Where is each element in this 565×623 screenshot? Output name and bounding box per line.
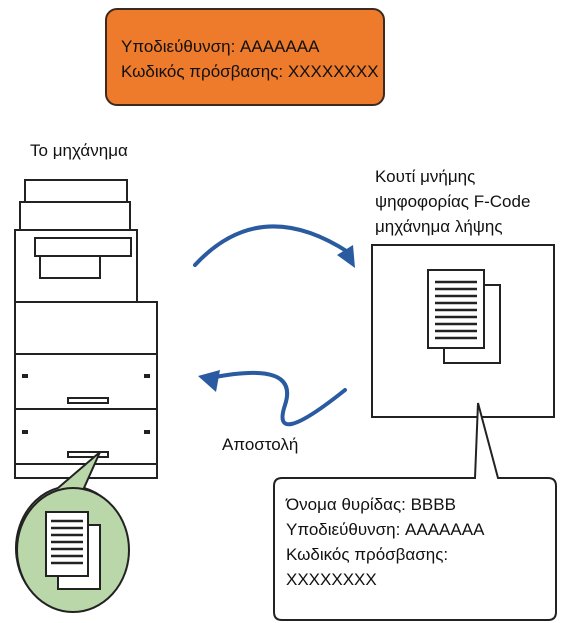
callout-line-address: Υποδιεύθυνση: AAAAAAA — [286, 520, 485, 539]
stored-document-icon — [45, 511, 101, 590]
note-address-line: Υποδιεύθυνση: AAAAAAA — [121, 37, 320, 56]
callout-line-password-value: XXXXXXXX — [286, 570, 377, 589]
upper-arrowhead-icon — [337, 245, 355, 268]
note-password-line: Κωδικός πρόσβασης: XXXXXXXX — [121, 62, 379, 81]
callout-line-mailbox-name: Όνομα θυρίδας: BBBB — [286, 495, 456, 514]
mailbox-label-line-3: μηχάνημα λήψης — [375, 217, 503, 236]
mailbox-label-line-1: Κουτί μνήμης — [375, 167, 476, 186]
upper-arrow-icon — [193, 224, 350, 267]
mailbox-label-line-2: ψηφοφορίας F-Code — [375, 192, 531, 211]
lower-arrow-icon — [208, 370, 347, 427]
lower-arrowhead-icon — [198, 370, 220, 392]
callout-line-password-label: Κωδικός πρόσβασης: — [286, 545, 449, 564]
callout-text: Όνομα θυρίδας: BBBB Υποδιεύθυνση: AAAAAA… — [286, 492, 484, 592]
document-stack-icon — [427, 269, 501, 364]
machine-label: Το μηχάνημα — [30, 141, 128, 160]
send-arrows — [193, 224, 350, 427]
address-password-note: Υποδιεύθυνση: AAAAAAA Κωδικός πρόσβασης:… — [105, 8, 385, 106]
callout-balloon — [273, 402, 557, 621]
mfp-machine-icon — [14, 179, 158, 479]
send-label: Αποστολή — [222, 435, 299, 454]
